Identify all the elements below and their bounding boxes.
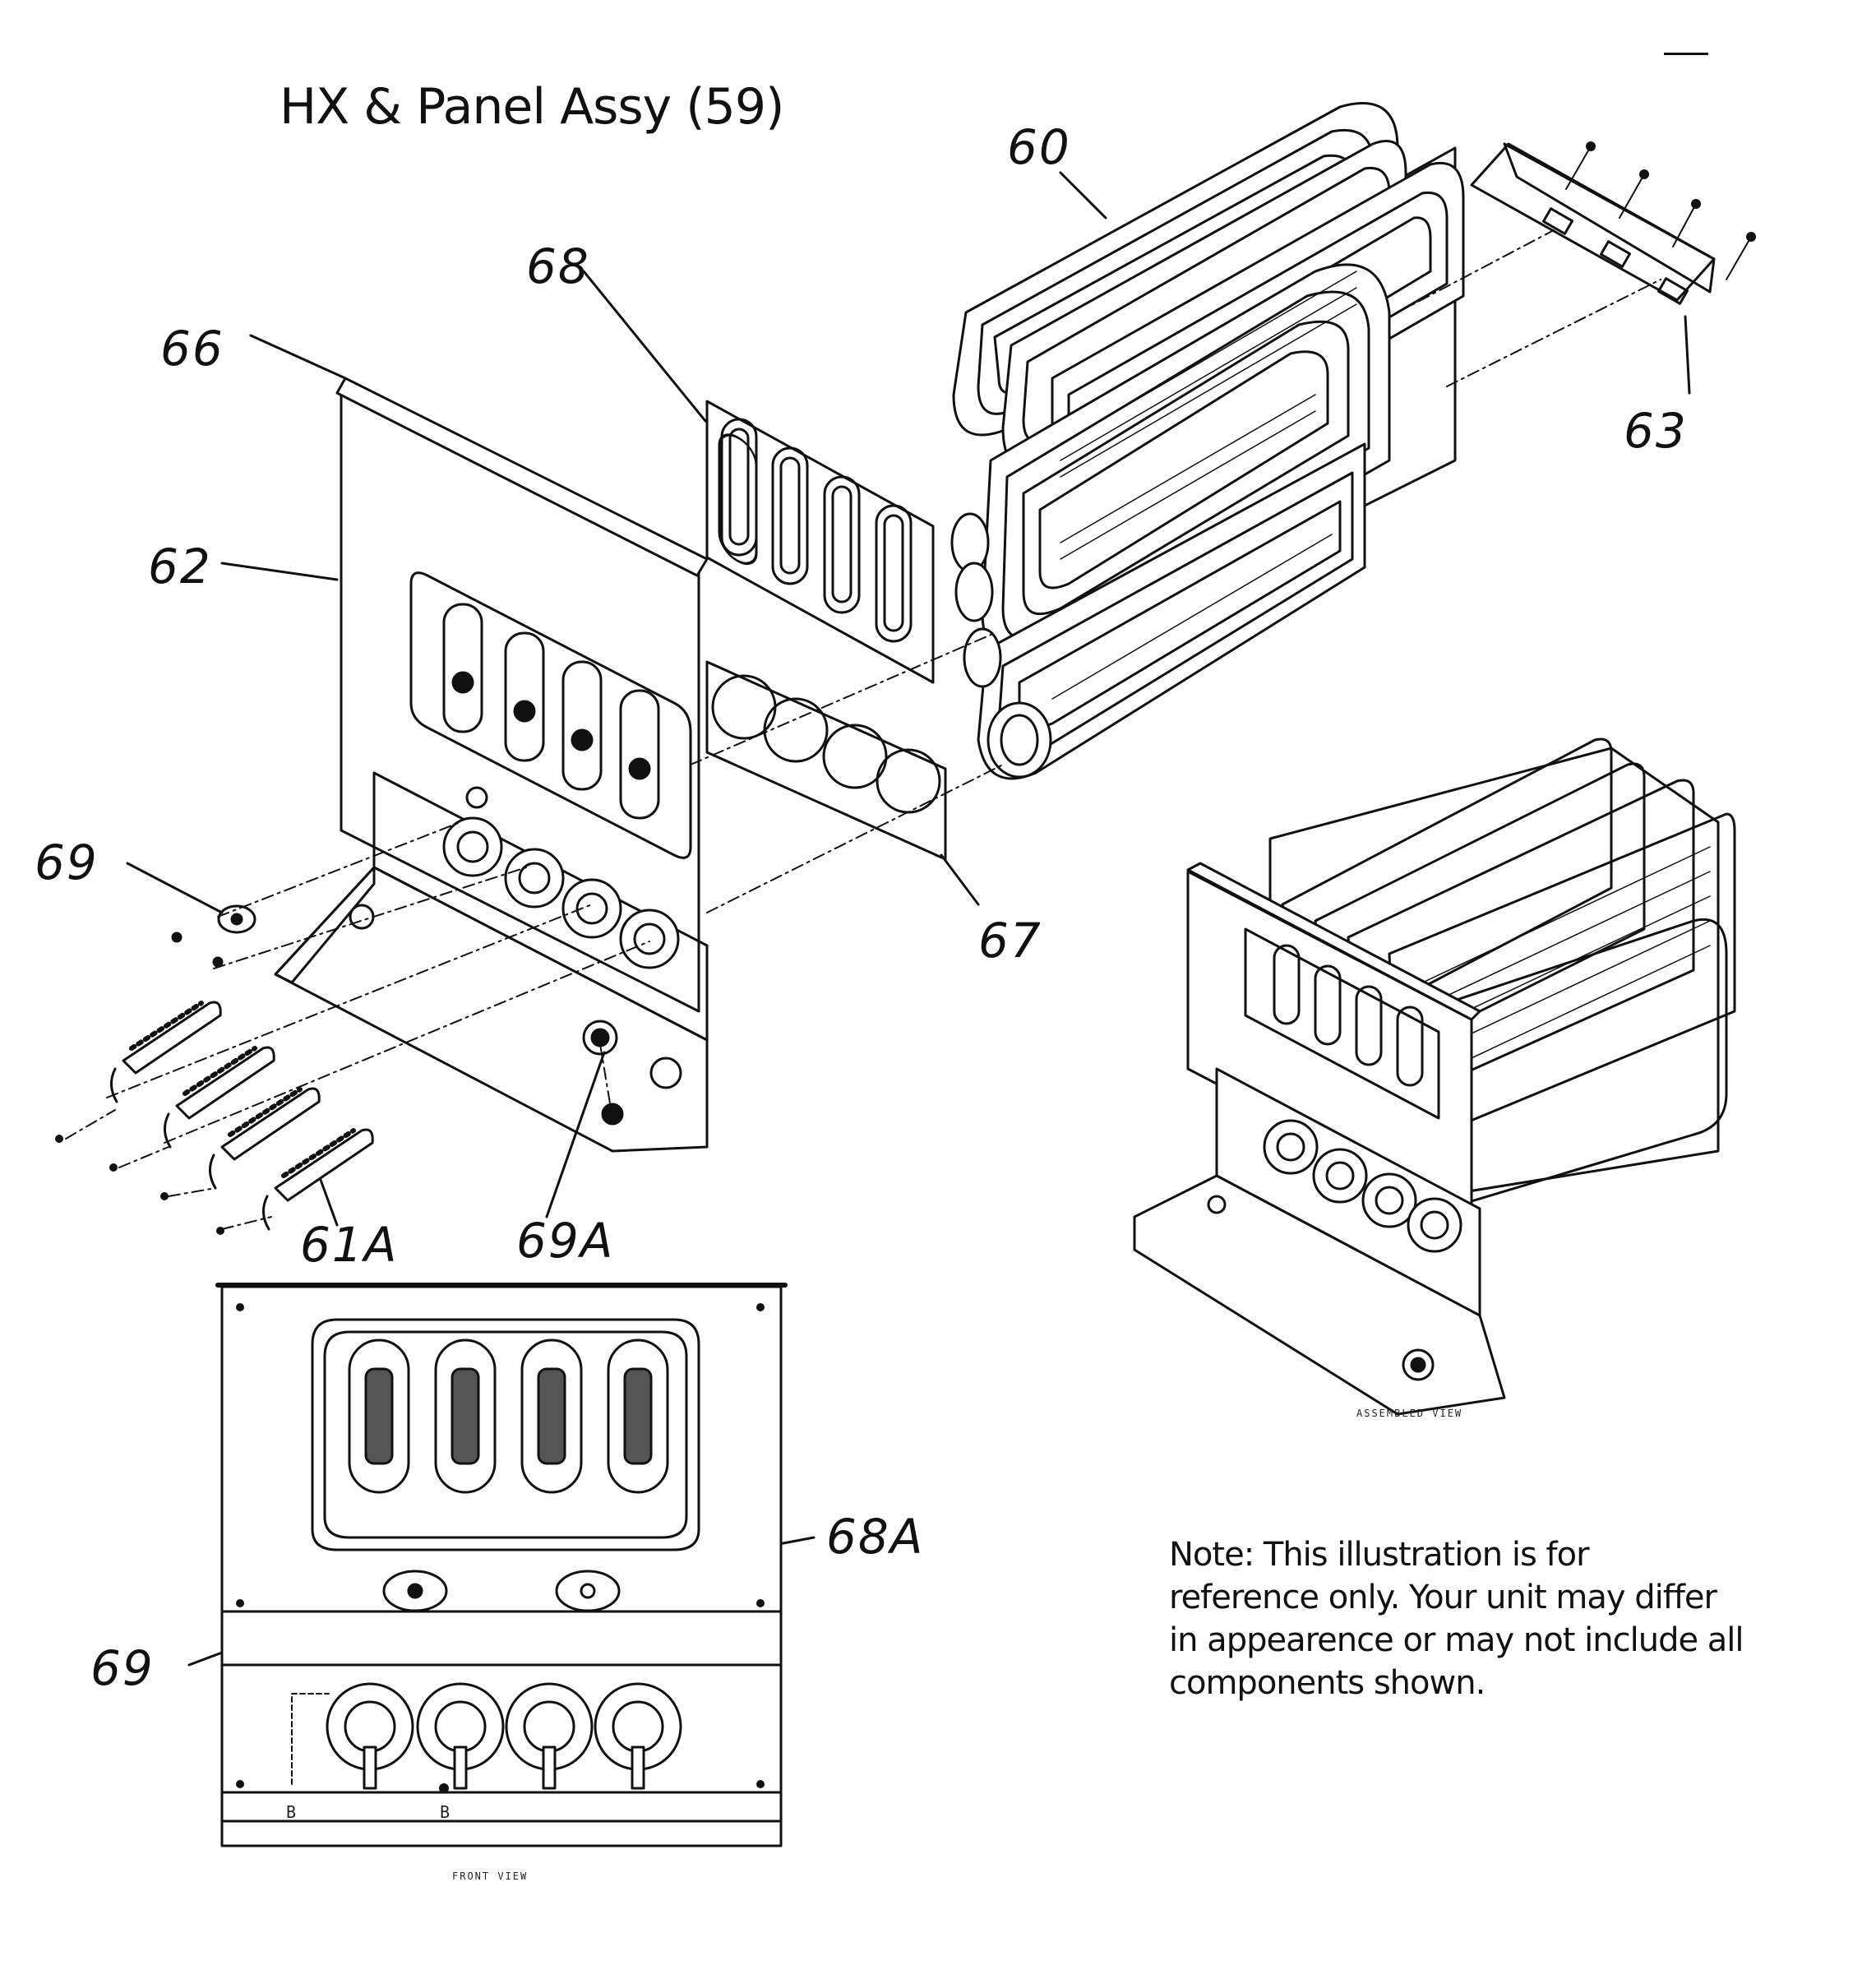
callout-69a: 69A — [516, 1213, 615, 1269]
front-mark-b1: B — [286, 1802, 298, 1822]
front-view-caption: FRONT VIEW — [452, 1870, 529, 1882]
callout-62: 62 — [148, 539, 212, 594]
callout-60: 60 — [1007, 119, 1071, 175]
bracket-63 — [1470, 141, 1756, 305]
callout-63: 63 — [1624, 403, 1688, 459]
gasket-67 — [705, 660, 947, 861]
baffle-68 — [705, 400, 935, 684]
front-view — [215, 1283, 788, 1847]
heat-exchanger-60 — [950, 102, 1465, 780]
limit-switch-69 — [171, 904, 256, 968]
assembled-view-caption: ASSEMBLED VIEW — [1356, 1408, 1463, 1419]
callout-69: 69 — [35, 835, 99, 890]
burners-61a — [55, 1001, 374, 1235]
callout-66: 66 — [160, 321, 224, 377]
reference-note: Note: This illustration is for reference… — [1169, 1536, 1744, 1702]
callout-68a: 68A — [826, 1509, 925, 1565]
callout-69-front: 69 — [90, 1640, 155, 1696]
assembly-lines — [65, 229, 1661, 1230]
assembled-view — [1133, 738, 1736, 1416]
page-title: HX & Panel Assy (59) — [280, 78, 784, 136]
corner-mark — [1664, 53, 1708, 55]
callout-67: 67 — [978, 913, 1042, 969]
callout-68: 68 — [526, 238, 590, 294]
callout-61a: 61A — [300, 1217, 399, 1273]
front-mark-b2: B — [440, 1802, 452, 1822]
panel-62 — [274, 377, 709, 1153]
